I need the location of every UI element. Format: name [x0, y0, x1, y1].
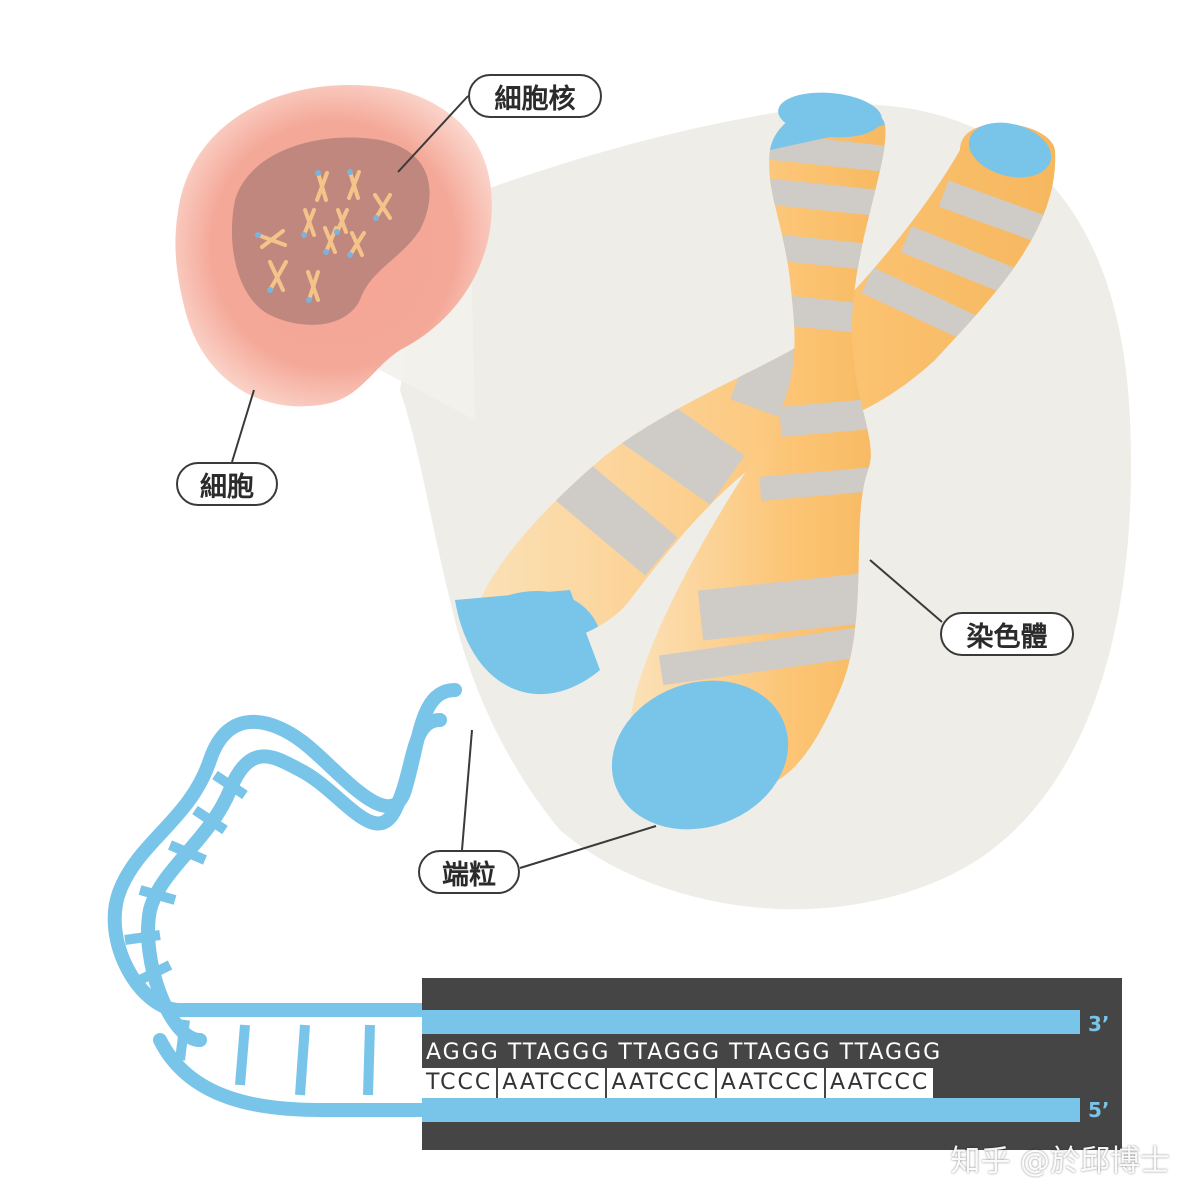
mini-telomeres	[255, 169, 379, 303]
end-label-3prime: 3’	[1088, 1012, 1110, 1036]
seq-top-group: TTAGGG	[507, 1040, 611, 1065]
seq-bottom-group: AATCCC	[717, 1068, 826, 1098]
nucleus-shape	[231, 137, 430, 325]
leader-lines	[231, 95, 943, 869]
mini-chromosomes	[256, 170, 392, 302]
dna-rungs	[124, 770, 375, 1096]
strand-bottom	[422, 1098, 1080, 1122]
seq-bottom-group: AATCCC	[498, 1068, 608, 1098]
watermark: 知乎 @於邱博士	[950, 1144, 1170, 1179]
sequence-top-row: AGGG TTAGGG TTAGGG TTAGGG TTAGGG	[422, 1038, 946, 1068]
seq-bottom-group: TCCC	[422, 1068, 499, 1098]
seq-top-group: TTAGGG	[839, 1040, 943, 1065]
label-nucleus: 細胞核	[468, 74, 602, 118]
end-label-5prime: 5’	[1088, 1098, 1110, 1122]
label-telomere: 端粒	[418, 850, 520, 894]
telomere-top-left	[778, 92, 882, 138]
seq-bottom-group: AATCCC	[607, 1068, 717, 1098]
telomere-bottom	[611, 680, 789, 830]
seq-bottom-group: AATCCC	[829, 1070, 930, 1095]
seq-top-group: TTAGGG	[618, 1040, 721, 1065]
label-chromosome: 染色體	[940, 612, 1074, 656]
seq-top-group: AGGG	[426, 1040, 500, 1065]
telomere-top-right	[968, 122, 1052, 178]
sequence-bottom-row: TCCC AATCCC AATCCC AATCCC AATCCC	[422, 1068, 934, 1098]
label-cell: 細胞	[176, 462, 278, 506]
seq-top-group: TTAGGG	[729, 1040, 832, 1065]
telomere-left	[455, 590, 600, 695]
strand-top	[422, 1010, 1080, 1034]
